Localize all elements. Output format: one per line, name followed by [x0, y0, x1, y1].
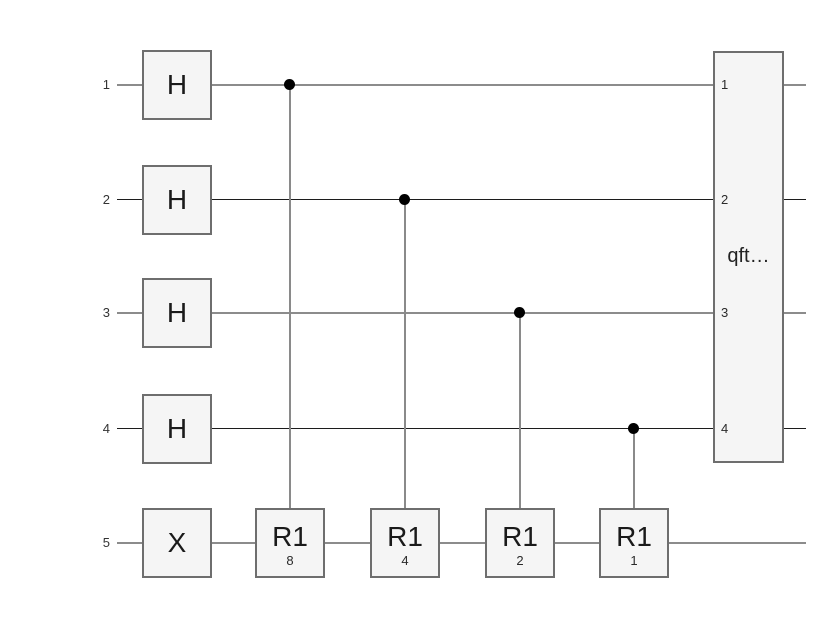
gate-r1-sub8-label: R1 [272, 521, 308, 552]
control-line-q2 [404, 200, 406, 509]
gate-x-q5: X [142, 508, 212, 578]
gate-r1-sub4-subscript: 4 [401, 553, 409, 568]
gate-r1-sub1-subscript: 1 [630, 553, 638, 568]
gate-r1-sub4-label: R1 [387, 521, 423, 552]
qubit-wire-1 [117, 84, 806, 86]
control-dot-q1 [284, 79, 295, 90]
gate-h-q1: H [142, 50, 212, 120]
qft-port-1: 1 [721, 77, 729, 92]
gate-r1-sub4: R1 4 [370, 508, 440, 578]
qubit-label-5: 5 [102, 535, 110, 550]
gate-qft-label[interactable]: qft… [727, 245, 770, 267]
qubit-label-4: 4 [102, 421, 110, 436]
gate-r1-sub8-subscript: 8 [286, 553, 294, 568]
gate-r1-sub2-subscript: 2 [516, 553, 524, 568]
qubit-wire-3 [117, 312, 806, 314]
qubit-label-2: 2 [102, 192, 110, 207]
qft-port-2: 2 [721, 192, 729, 207]
control-line-q4 [633, 429, 635, 509]
gate-r1-sub8: R1 8 [255, 508, 325, 578]
gate-r1-sub2: R1 2 [485, 508, 555, 578]
qubit-wire-5 [117, 542, 806, 544]
qubit-wire-4 [117, 428, 806, 429]
qft-port-3: 3 [721, 305, 729, 320]
control-dot-q4 [628, 423, 639, 434]
gate-h-q1-label: H [166, 69, 188, 100]
control-dot-q2 [399, 194, 410, 205]
control-dot-q3 [514, 307, 525, 318]
qft-port-4: 4 [721, 421, 729, 436]
gate-h-q3-label: H [166, 297, 188, 328]
gate-h-q4: H [142, 394, 212, 464]
gate-r1-sub2-label: R1 [502, 521, 538, 552]
gate-r1-sub1-label: R1 [616, 521, 652, 552]
gate-r1-sub1: R1 1 [599, 508, 669, 578]
gate-h-q4-label: H [166, 413, 188, 444]
gate-qft-collapsed[interactable] [713, 51, 784, 463]
qubit-label-3: 3 [102, 305, 110, 320]
control-line-q3 [519, 313, 521, 509]
control-line-q1 [289, 85, 291, 509]
gate-h-q2-label: H [166, 184, 188, 215]
gate-h-q2: H [142, 165, 212, 235]
qubit-label-1: 1 [102, 77, 110, 92]
gate-x-q5-label: X [167, 527, 187, 558]
qubit-wire-2 [117, 199, 806, 200]
gate-h-q3: H [142, 278, 212, 348]
